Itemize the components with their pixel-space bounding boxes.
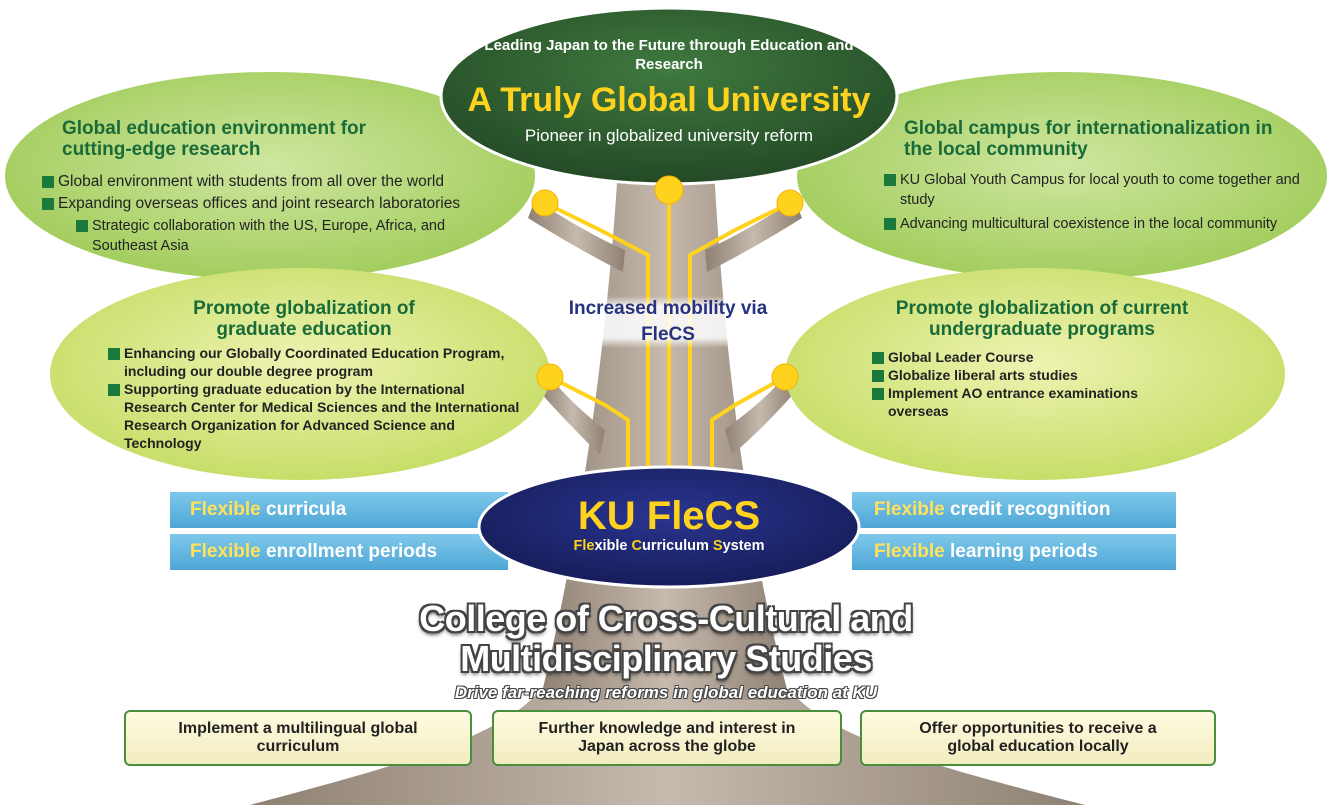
ellipse-left-mid bbox=[50, 268, 550, 480]
right-mid-content: Promote globalization of current undergr… bbox=[872, 298, 1222, 420]
flecs-subtitle: Flexible Curriculum System bbox=[479, 538, 859, 554]
goal-box-text: Further knowledge and interest in Japan … bbox=[538, 720, 796, 755]
band-label: learning periods bbox=[950, 541, 1098, 562]
goal-box-text: Implement a multilingual global curricul… bbox=[178, 720, 418, 755]
left-mid-content: Promote globalization of graduate educat… bbox=[108, 298, 528, 452]
crown-subtitle: Leading Japan to the Future through Educ… bbox=[484, 37, 854, 73]
gold-node-dots bbox=[531, 175, 804, 391]
list-item: Supporting graduate education by the Int… bbox=[108, 380, 524, 452]
crown-title: A Truly Global University bbox=[467, 81, 871, 119]
band-flex-word: Flexible bbox=[874, 499, 945, 520]
list-item: Strategic collaboration with the US, Eur… bbox=[76, 216, 492, 256]
list-item: Advancing multicultural coexistence in t… bbox=[884, 214, 1300, 234]
band-label: enrollment periods bbox=[266, 541, 438, 562]
band-flex-word: Flexible bbox=[190, 541, 261, 562]
goal-box-japan-interest: Further knowledge and interest in Japan … bbox=[492, 710, 842, 766]
college-drive-text: Drive far-reaching reforms in global edu… bbox=[454, 683, 878, 702]
right-top-content: Global campus for internationalization i… bbox=[884, 118, 1300, 234]
band-flex-word: Flexible bbox=[874, 541, 945, 562]
flecs-sub-part: S bbox=[712, 538, 723, 554]
band-label: curricula bbox=[266, 499, 347, 520]
band-flexible-enrollment: Flexible enrollment periods bbox=[170, 534, 508, 570]
flecs-sub-part: Fle bbox=[573, 538, 595, 554]
list-item: Global Leader Course bbox=[872, 348, 1222, 366]
crown-tagline: Pioneer in globalized university reform bbox=[524, 126, 814, 145]
ellipse-right-top bbox=[797, 72, 1327, 280]
ellipse-right-mid bbox=[785, 268, 1285, 480]
ellipse-left-top bbox=[5, 72, 535, 280]
flecs-title: KU FleCS bbox=[577, 494, 761, 538]
flecs-sub-part: xible bbox=[594, 538, 632, 554]
band-flex-word: Flexible bbox=[190, 499, 261, 520]
flecs-sub-part: C bbox=[631, 538, 642, 554]
list-item: Implement AO entrance examinations overs… bbox=[872, 384, 1178, 420]
mobility-label: Increased mobility via FleCS bbox=[560, 296, 776, 348]
list-item: Expanding overseas offices and joint res… bbox=[42, 194, 522, 214]
left-mid-title: Promote globalization of graduate educat… bbox=[193, 298, 415, 340]
college-title-line2: Multidisciplinary Studies bbox=[460, 638, 872, 679]
band-flexible-credit: Flexible credit recognition bbox=[852, 492, 1176, 528]
list-item: Enhancing our Globally Coordinated Educa… bbox=[108, 344, 514, 380]
band-flexible-curricula: Flexible curricula bbox=[170, 492, 508, 528]
goal-box-text: Offer opportunities to receive a global … bbox=[919, 720, 1157, 755]
right-mid-title: Promote globalization of current undergr… bbox=[895, 298, 1189, 340]
right-top-title: Global campus for internationalization i… bbox=[904, 118, 1273, 160]
college-title-line1: College of Cross-Cultural and bbox=[419, 598, 913, 639]
band-flexible-learning: Flexible learning periods bbox=[852, 534, 1176, 570]
list-item: KU Global Youth Campus for local youth t… bbox=[884, 170, 1300, 210]
flecs-sub-part: ystem bbox=[722, 538, 765, 554]
list-item: Globalize liberal arts studies bbox=[872, 366, 1222, 384]
goal-box-multilingual: Implement a multilingual global curricul… bbox=[124, 710, 472, 766]
list-item: Global environment with students from al… bbox=[42, 172, 522, 192]
goal-box-global-education: Offer opportunities to receive a global … bbox=[860, 710, 1216, 766]
band-label: credit recognition bbox=[950, 499, 1111, 520]
flecs-sub-part: urriculum bbox=[642, 538, 713, 554]
left-top-title: Global education environment for cutting… bbox=[62, 118, 367, 160]
left-top-content: Global education environment for cutting… bbox=[42, 118, 522, 256]
